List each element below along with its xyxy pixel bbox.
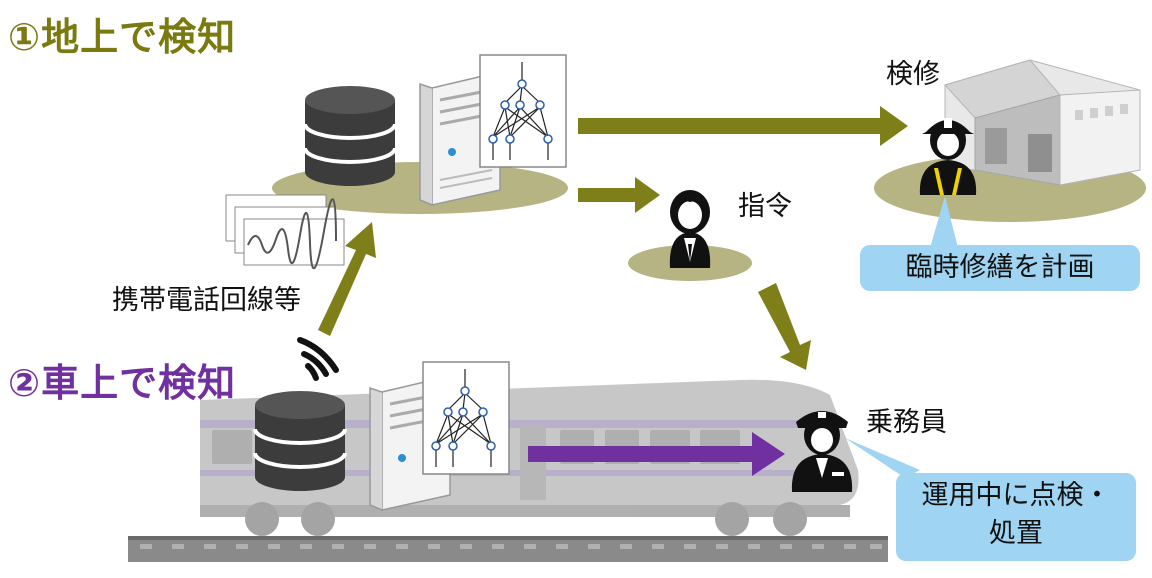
ground-neural-network-icon <box>479 54 567 168</box>
arrow-train-to-ground <box>318 222 376 336</box>
onboard-neural-network-icon <box>422 361 510 475</box>
ground-detection-title: ①地上で検知 <box>8 15 237 59</box>
maintenance-plan-text: 臨時修繕を計画 <box>905 252 1095 283</box>
arrow-to-dispatch <box>578 177 660 213</box>
maintenance-callout-pointer <box>930 196 958 248</box>
crew-action-text-line2: 処置 <box>989 518 1043 549</box>
crew-action-callout: 運用中に点検・ 処置 <box>896 473 1136 561</box>
dispatcher-person-icon <box>669 190 711 268</box>
wireless-signal-icon <box>297 337 339 381</box>
olive-arrows <box>318 106 908 370</box>
dispatch-label: 指令 <box>738 191 792 222</box>
onboard-database-icon <box>253 391 347 491</box>
onboard-detection-title: ②車上で検知 <box>8 361 237 405</box>
arrow-to-maintenance <box>578 106 908 146</box>
crew-callout-pointer <box>845 438 920 478</box>
train-icon <box>200 379 859 536</box>
crew-label: 乗務員 <box>866 407 947 438</box>
maintenance-plan-callout: 臨時修繕を計画 <box>860 245 1140 291</box>
maintenance-label: 検修 <box>886 59 940 90</box>
network-label: 携帯電話回線等 <box>112 285 301 316</box>
arrow-onboard-to-crew <box>528 432 785 476</box>
arrow-dispatch-to-crew <box>758 283 811 370</box>
crew-action-text-line1: 運用中に点検・ <box>921 480 1111 511</box>
maintenance-worker-icon <box>919 118 977 195</box>
train-depot-icon <box>944 59 1141 186</box>
train-crew-icon <box>791 411 853 492</box>
waveform-chart-icon <box>225 194 345 269</box>
ground-database-icon <box>303 86 397 186</box>
railway-track <box>128 536 888 562</box>
